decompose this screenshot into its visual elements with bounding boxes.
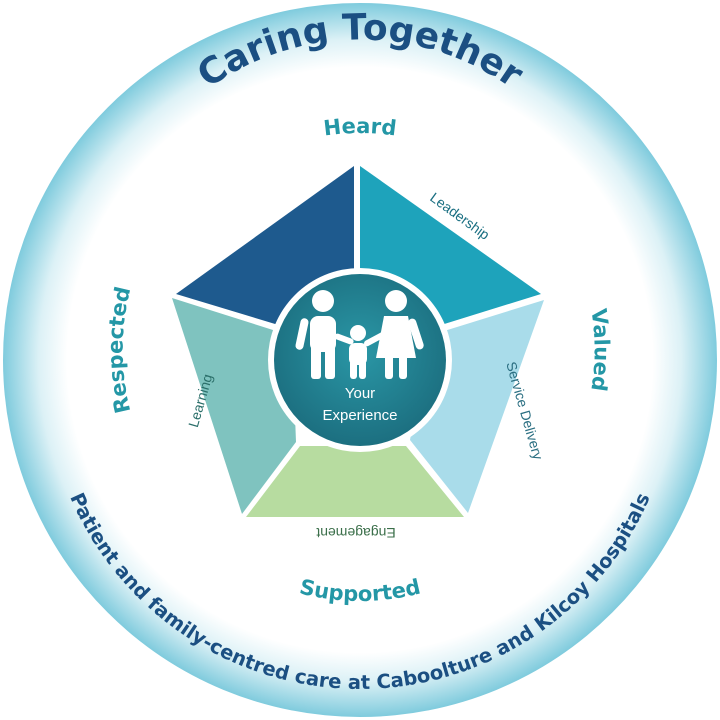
value-valued: Valued bbox=[586, 307, 613, 393]
segment-engagement-label: Engagement bbox=[316, 525, 396, 541]
segment-engagement bbox=[246, 446, 464, 517]
family-icon bbox=[295, 290, 424, 379]
center-label-line2: Experience bbox=[322, 407, 397, 424]
value-heard: Heard bbox=[322, 114, 398, 141]
segment-learning bbox=[172, 298, 296, 514]
center-label-line1: Your bbox=[345, 385, 375, 402]
